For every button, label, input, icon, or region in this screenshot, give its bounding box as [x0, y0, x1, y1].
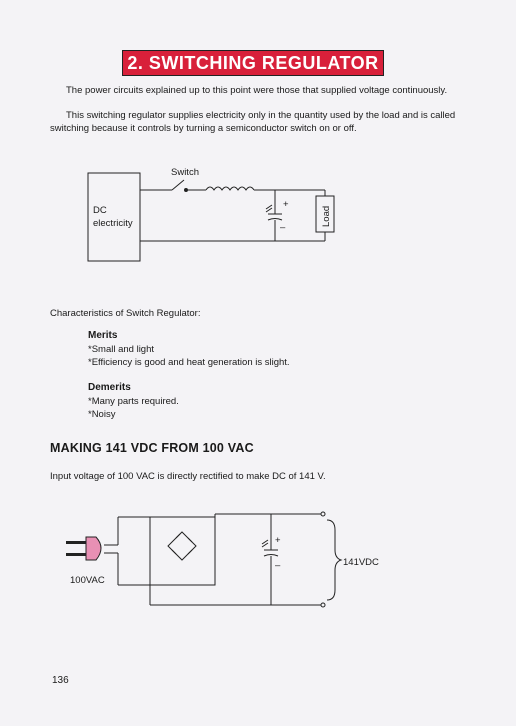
characteristics-heading: Characteristics of Switch Regulator:: [50, 308, 201, 319]
electricity-label: electricity: [93, 218, 133, 229]
merit-item: *Efficiency is good and heat generation …: [88, 357, 290, 368]
section-heading: MAKING 141 VDC FROM 100 VAC: [50, 441, 254, 455]
demerits-heading: Demerits: [88, 382, 131, 393]
rectifier-diagram: [104, 511, 343, 608]
inductor-symbol: [205, 186, 255, 191]
switch-symbol: [171, 179, 185, 191]
plus-label: +: [283, 199, 289, 210]
dc-label: DC: [93, 205, 107, 216]
dc-source-box: [87, 172, 141, 262]
bridge-rectifier-symbol: [167, 531, 197, 561]
merit-item: *Small and light: [88, 344, 155, 355]
demerit-item: *Noisy: [88, 409, 116, 420]
page-number: 136: [52, 675, 69, 686]
switch-label: Switch: [171, 167, 199, 178]
demerit-item: *Many parts required.: [88, 396, 179, 407]
page-title: 2. SWITCHING REGULATOR: [122, 50, 384, 76]
merits-heading: Merits: [88, 330, 118, 341]
ac-input-label: 100VAC: [70, 575, 105, 586]
intro-paragraph-2: This switching regulator supplies electr…: [50, 110, 456, 134]
load-label: Load: [321, 206, 332, 227]
minus-label-2: –: [275, 560, 281, 571]
output-brace: [326, 519, 343, 601]
minus-label: –: [280, 222, 286, 233]
intro-paragraph-1: The power circuits explained up to this …: [66, 85, 448, 96]
input-description: Input voltage of 100 VAC is directly rec…: [50, 471, 326, 482]
plus-label-2: +: [275, 535, 281, 546]
ac-plug-icon: [66, 536, 102, 561]
dc-output-label: 141VDC: [343, 557, 379, 568]
